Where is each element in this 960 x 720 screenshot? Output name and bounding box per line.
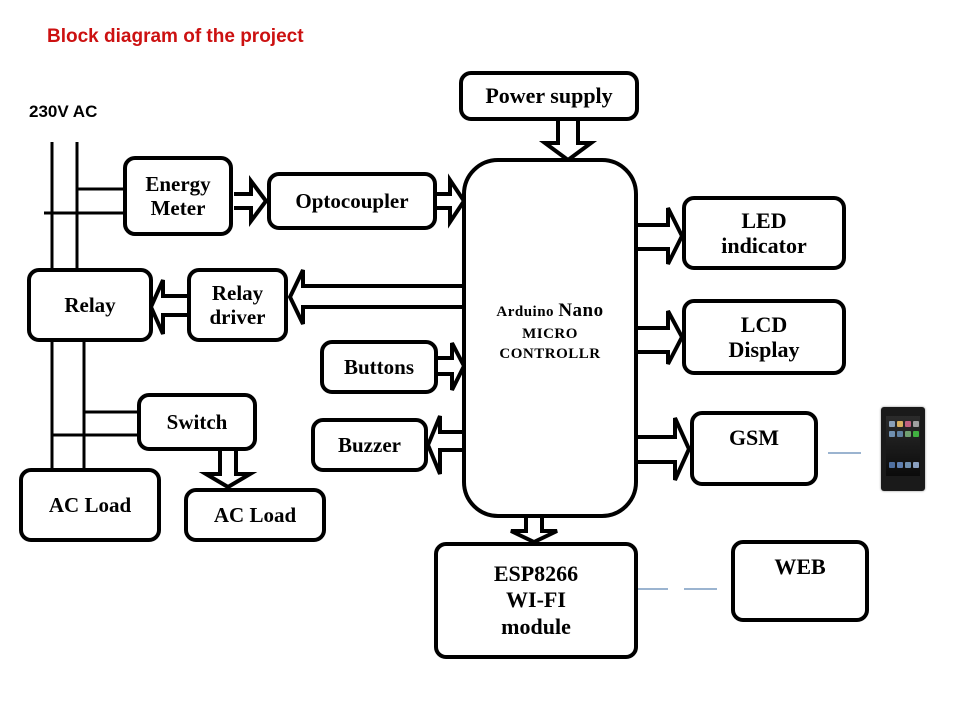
ac-load-label-2: AC Load xyxy=(213,502,297,527)
energy-meter-label-1: Energy xyxy=(145,171,211,196)
power-supply-label: Power supply xyxy=(485,83,613,109)
web-label: WEB xyxy=(774,554,826,579)
led-indicator-block: LED indicator xyxy=(682,196,846,270)
buttons-block: Buttons xyxy=(320,340,438,394)
arrow-buttons-to-mcu xyxy=(437,342,467,391)
esp8266-label-1: ESP8266 xyxy=(493,560,579,586)
mains-wires xyxy=(44,142,139,470)
relay-driver-block: Relay driver xyxy=(187,268,288,342)
ac-load-block-1: AC Load xyxy=(19,468,161,542)
arrow-mcu-to-led xyxy=(637,207,685,265)
buzzer-block: Buzzer xyxy=(311,418,428,472)
led-indicator-label-1: LED xyxy=(741,207,787,233)
arrow-opto-to-mcu xyxy=(437,173,467,229)
arrow-mcu-to-relay-driver xyxy=(287,269,465,325)
led-indicator-label-2: indicator xyxy=(721,233,807,258)
buttons-label: Buttons xyxy=(343,354,415,379)
esp8266-label-2: WI-FI xyxy=(506,587,566,613)
ac-load-block-2: AC Load xyxy=(184,488,326,542)
relay-driver-label-1: Relay xyxy=(211,280,264,305)
diagram-title: Block diagram of the project xyxy=(47,26,304,47)
buzzer-label: Buzzer xyxy=(338,432,401,457)
arrow-meter-to-opto xyxy=(234,175,269,227)
arrow-switch-to-acload xyxy=(198,450,258,490)
relay-driver-label-2: driver xyxy=(209,305,266,329)
ac-load-label-1: AC Load xyxy=(48,492,132,517)
mcu-label-arduino: Arduino xyxy=(496,303,559,320)
optocoupler-label: Optocoupler xyxy=(295,188,409,213)
mobile-phone-icon xyxy=(881,407,925,491)
arrow-mcu-to-buzzer xyxy=(425,415,465,475)
arrow-power-to-mcu xyxy=(538,120,598,163)
arrow-mcu-to-lcd xyxy=(637,310,685,365)
supply-label: 230V AC xyxy=(29,102,98,121)
web-block: WEB xyxy=(731,540,869,622)
mcu-label-nano: Nano xyxy=(558,299,604,321)
switch-label: Switch xyxy=(166,409,228,434)
energy-meter-label-2: Meter xyxy=(150,196,206,220)
esp8266-block: ESP8266 WI-FI module xyxy=(434,542,638,659)
microcontroller-block: Arduino Nano MICRO CONTROLLR xyxy=(462,158,638,518)
mcu-label-micro: MICRO xyxy=(522,325,578,342)
power-supply-block: Power supply xyxy=(459,71,639,121)
lcd-display-label-1: LCD xyxy=(740,311,788,337)
gsm-block: GSM xyxy=(690,411,818,486)
arrow-relay-driver-to-relay xyxy=(148,279,188,335)
mcu-line-1: Arduino Nano xyxy=(496,298,603,324)
arrow-mcu-to-gsm xyxy=(637,417,692,481)
esp8266-label-3: module xyxy=(501,613,571,639)
arrow-mcu-to-esp xyxy=(510,516,558,545)
lcd-display-block: LCD Display xyxy=(682,299,846,375)
relay-block: Relay xyxy=(27,268,153,342)
wireless-links xyxy=(637,452,861,590)
mcu-label-controller: CONTROLLR xyxy=(499,345,601,362)
relay-label: Relay xyxy=(64,292,116,317)
phone-screen xyxy=(886,416,920,476)
gsm-label: GSM xyxy=(728,425,780,450)
block-arrows xyxy=(148,120,692,545)
energy-meter-block: Energy Meter xyxy=(123,156,233,236)
lcd-display-label-2: Display xyxy=(728,337,800,362)
switch-block: Switch xyxy=(137,393,257,451)
optocoupler-block: Optocoupler xyxy=(267,172,437,230)
